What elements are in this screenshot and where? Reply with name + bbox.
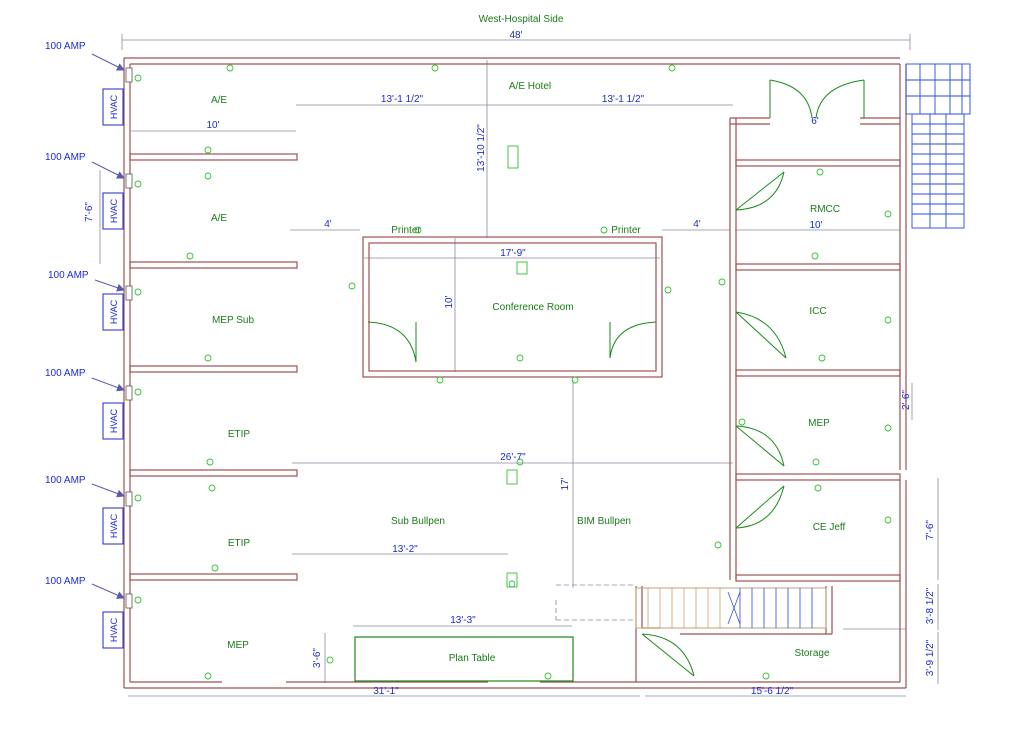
dim-label: 26'-7" bbox=[500, 452, 526, 463]
dim-label: 13'-2" bbox=[392, 544, 418, 555]
dim-label: 3'-9 1/2" bbox=[925, 639, 936, 676]
room-label-ce-jeff: CE Jeff bbox=[813, 522, 846, 533]
room-label-sub-bullpen: Sub Bullpen bbox=[391, 516, 445, 527]
dim-label: 3'-8 1/2" bbox=[925, 587, 936, 624]
dim-label: 2'-6" bbox=[901, 390, 912, 410]
panel-label: 100 AMP bbox=[48, 270, 89, 281]
room-label-ae-1: A/E bbox=[211, 95, 227, 106]
hvac-label: HVAC bbox=[109, 198, 119, 223]
hvac-label: HVAC bbox=[109, 408, 119, 433]
dim-label: 17'-9" bbox=[500, 248, 526, 259]
printer-label: Printer bbox=[611, 225, 641, 236]
room-label-plan-table: Plan Table bbox=[449, 653, 496, 664]
hvac-units: HVAC HVAC HVAC HVAC HVAC HVAC bbox=[102, 88, 124, 649]
panel-label: 100 AMP bbox=[45, 152, 86, 163]
room-label-icc: ICC bbox=[809, 306, 826, 317]
dim-label: 6' bbox=[811, 116, 819, 127]
exterior-stair bbox=[905, 63, 971, 229]
panel-label: 100 AMP bbox=[45, 475, 86, 486]
room-label-ae-2: A/E bbox=[211, 213, 227, 224]
printer-label: Printer bbox=[391, 225, 421, 236]
dimension-text: 48' 10' 13'-1 1/2" 13'-1 1/2" 13'-10 1/2… bbox=[84, 30, 936, 697]
panel-label: 100 AMP bbox=[45, 41, 86, 52]
room-label-storage: Storage bbox=[794, 648, 829, 659]
electrical-fixtures bbox=[134, 64, 892, 680]
room-label-conference: Conference Room bbox=[492, 302, 573, 313]
dim-label: 31'-1" bbox=[373, 686, 399, 697]
room-label-etip-1: ETIP bbox=[228, 429, 251, 440]
dim-label: 10' bbox=[444, 295, 455, 308]
dim-label: 7'-6" bbox=[925, 520, 936, 540]
dim-overall: 48' bbox=[509, 30, 522, 41]
dimension-lines bbox=[99, 34, 939, 697]
room-label-bim-bullpen: BIM Bullpen bbox=[577, 516, 631, 527]
dim-label: 4' bbox=[324, 219, 332, 230]
panel-label: 100 AMP bbox=[45, 576, 86, 587]
dim-label: 17' bbox=[560, 477, 571, 490]
hvac-label: HVAC bbox=[109, 299, 119, 324]
panel-callouts: 100 AMP 100 AMP 100 AMP 100 AMP 100 AMP … bbox=[45, 41, 133, 609]
dim-label: 4' bbox=[693, 219, 701, 230]
dim-label: 7'-6" bbox=[84, 202, 95, 222]
hvac-label: HVAC bbox=[109, 513, 119, 538]
dim-label: 13'-3" bbox=[450, 615, 476, 626]
room-label-ae-hotel: A/E Hotel bbox=[509, 81, 551, 92]
walls bbox=[123, 57, 907, 689]
ceiling-fixtures bbox=[506, 145, 528, 588]
room-label-mep-sub: MEP Sub bbox=[212, 315, 254, 326]
interior-stair bbox=[635, 587, 827, 629]
panel-label: 100 AMP bbox=[45, 368, 86, 379]
room-label-rmcc: RMCC bbox=[810, 204, 840, 215]
room-label-etip-2: ETIP bbox=[228, 538, 251, 549]
dim-label: 10' bbox=[809, 220, 822, 231]
dim-label: 13'-1 1/2" bbox=[381, 94, 424, 105]
doors bbox=[367, 79, 865, 677]
hvac-label: HVAC bbox=[109, 94, 119, 119]
plan-table bbox=[354, 636, 574, 682]
dim-label: 13'-1 1/2" bbox=[602, 94, 645, 105]
room-labels: A/E A/E MEP Sub ETIP ETIP MEP A/E Hotel … bbox=[211, 14, 846, 664]
dim-label: 10' bbox=[206, 120, 219, 131]
room-label-mep-right: MEP bbox=[808, 418, 830, 429]
dim-label: 3'-6" bbox=[312, 648, 323, 668]
hvac-label: HVAC bbox=[109, 617, 119, 642]
room-label-mep-left: MEP bbox=[227, 640, 249, 651]
dim-label: 13'-10 1/2" bbox=[476, 124, 487, 172]
dim-label: 15'-6 1/2" bbox=[751, 686, 794, 697]
title: West-Hospital Side bbox=[479, 14, 564, 25]
